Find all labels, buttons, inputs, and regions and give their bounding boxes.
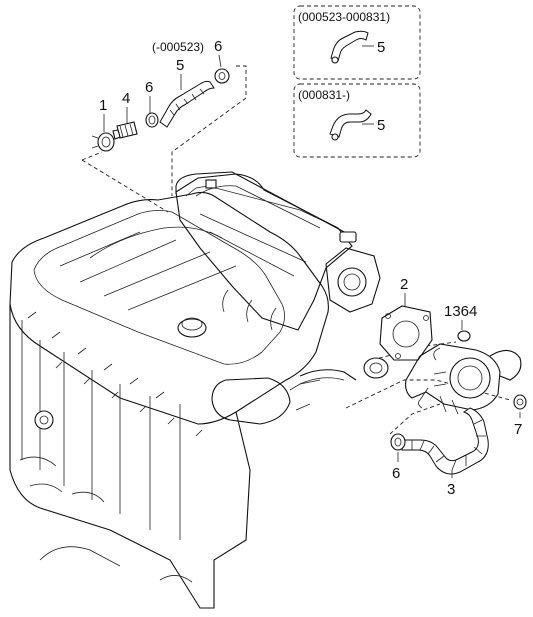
upper-guide-lines	[81, 65, 247, 213]
small-gasket	[363, 357, 389, 379]
part-1-cap	[91, 132, 115, 152]
part-6-clamp-lower	[390, 433, 406, 451]
inset-2-part-label: 5	[377, 117, 385, 134]
callout-part-3: 3	[447, 470, 455, 498]
part-7-label: 7	[514, 421, 522, 438]
part-3-hose	[401, 407, 489, 475]
inset-box-1: (000523-000831) 5	[293, 5, 421, 80]
part-5-label: 5	[176, 57, 184, 74]
callout-part-1364: 1364	[444, 303, 477, 330]
callout-part-5-main: 5	[176, 57, 184, 90]
part-1-label: 1	[99, 97, 107, 114]
part-4-fitting	[112, 121, 138, 140]
throttle-body	[405, 343, 522, 415]
inset-2-hose-part	[329, 109, 372, 141]
part-1364-oring	[457, 330, 471, 342]
part-6-clamp-upper-right	[214, 68, 230, 84]
part-6-upper-right-label: 6	[214, 38, 222, 55]
inset-box-2: (000831-) 5	[293, 83, 421, 158]
inset-1-range-label: (000523-000831)	[298, 10, 390, 24]
inset-2-range-label: (000831-)	[298, 88, 350, 102]
part-1364-label: 1364	[444, 303, 477, 320]
part-6-upper-left-label: 6	[145, 79, 153, 96]
inset-1-part-label: 5	[377, 39, 385, 56]
engine-assembly	[9, 171, 381, 609]
part-6-lower-label: 6	[392, 465, 400, 482]
callout-part-6-upper-left: 6	[145, 79, 153, 113]
part-2-gasket	[379, 305, 433, 361]
callout-part-6-upper-right: 6	[214, 38, 222, 68]
part-5-hose	[159, 80, 215, 128]
part-3-label: 3	[447, 481, 455, 498]
part-6-clamp-upper-left	[145, 112, 159, 128]
callout-part-2: 2	[400, 276, 408, 306]
part-4-label: 4	[122, 90, 130, 107]
part-7-bolt	[513, 394, 527, 410]
callout-part-7: 7	[514, 412, 522, 438]
callout-part-6-lower: 6	[392, 452, 400, 482]
callout-part-1: 1	[99, 97, 107, 132]
part-2-label: 2	[400, 276, 408, 293]
inset-1-hose-part	[330, 30, 369, 64]
hose-range-label: (-000523)	[152, 40, 204, 54]
callout-part-4: 4	[122, 90, 130, 124]
